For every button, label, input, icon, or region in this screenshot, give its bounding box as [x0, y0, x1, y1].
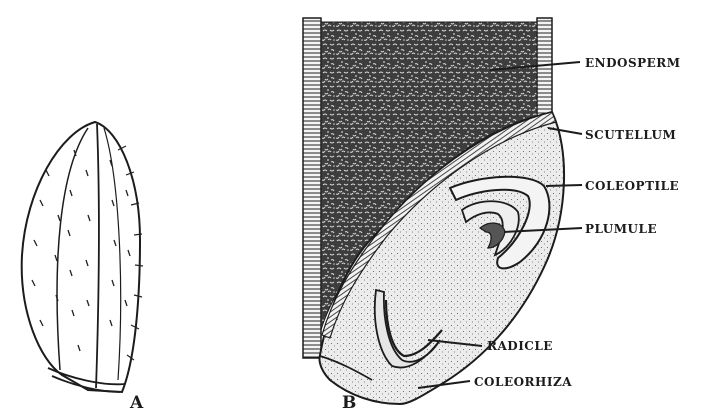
label-radicle: RADICLE	[487, 339, 553, 353]
grain-ridge-center	[96, 124, 99, 388]
left-pericarp-wall	[303, 18, 321, 358]
grain-hairs	[32, 150, 130, 351]
right-pericarp-wall	[537, 18, 552, 116]
label-coleoptile: COLEOPTILE	[585, 179, 679, 193]
label-endosperm: ENDOSPERM	[585, 56, 681, 70]
label-plumule: PLUMULE	[585, 222, 657, 236]
panel-b-label: B	[342, 393, 356, 412]
label-coleorhiza: COLEORHIZA	[474, 375, 572, 389]
grain-base-husk	[48, 368, 125, 392]
leader-coleoptile	[546, 185, 582, 186]
grain-outline	[22, 122, 140, 392]
label-scutellum: SCUTELLUM	[585, 128, 676, 142]
panel-a-grain	[22, 122, 143, 392]
panel-a-label: A	[129, 393, 144, 412]
grain-ridge-left	[57, 128, 88, 370]
